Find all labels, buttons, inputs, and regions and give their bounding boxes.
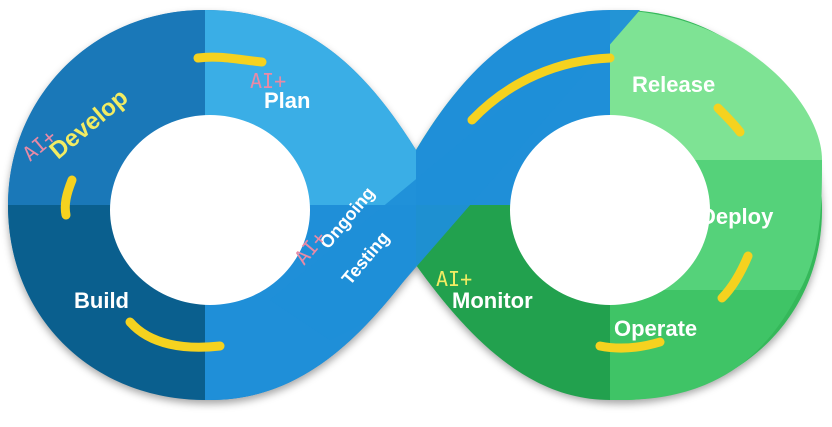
plan-ai-prefix: AI+	[250, 69, 286, 93]
flow-arrow-develop	[60, 175, 77, 220]
release-section	[610, 10, 822, 160]
operate-section	[610, 290, 800, 400]
monitor-label: Monitor	[452, 288, 533, 313]
testing-band	[270, 10, 640, 340]
build-label: Build	[74, 288, 129, 313]
monitor-ai-prefix: AI+	[436, 267, 472, 291]
release-label: Release	[632, 72, 715, 97]
deploy-label: Deploy	[700, 204, 774, 229]
flow-arrow-build	[125, 317, 225, 352]
operate-label: Operate	[614, 316, 697, 341]
flow-arrow-testing	[467, 53, 615, 125]
flow-arrow-plan	[193, 52, 267, 67]
flow-arrow-deploy	[717, 251, 753, 303]
flow-arrow-release	[713, 103, 745, 137]
left-hole	[110, 115, 310, 305]
right-hole	[510, 115, 710, 305]
plan-label: Plan	[264, 88, 310, 113]
flow-arrow-operate	[595, 337, 665, 353]
